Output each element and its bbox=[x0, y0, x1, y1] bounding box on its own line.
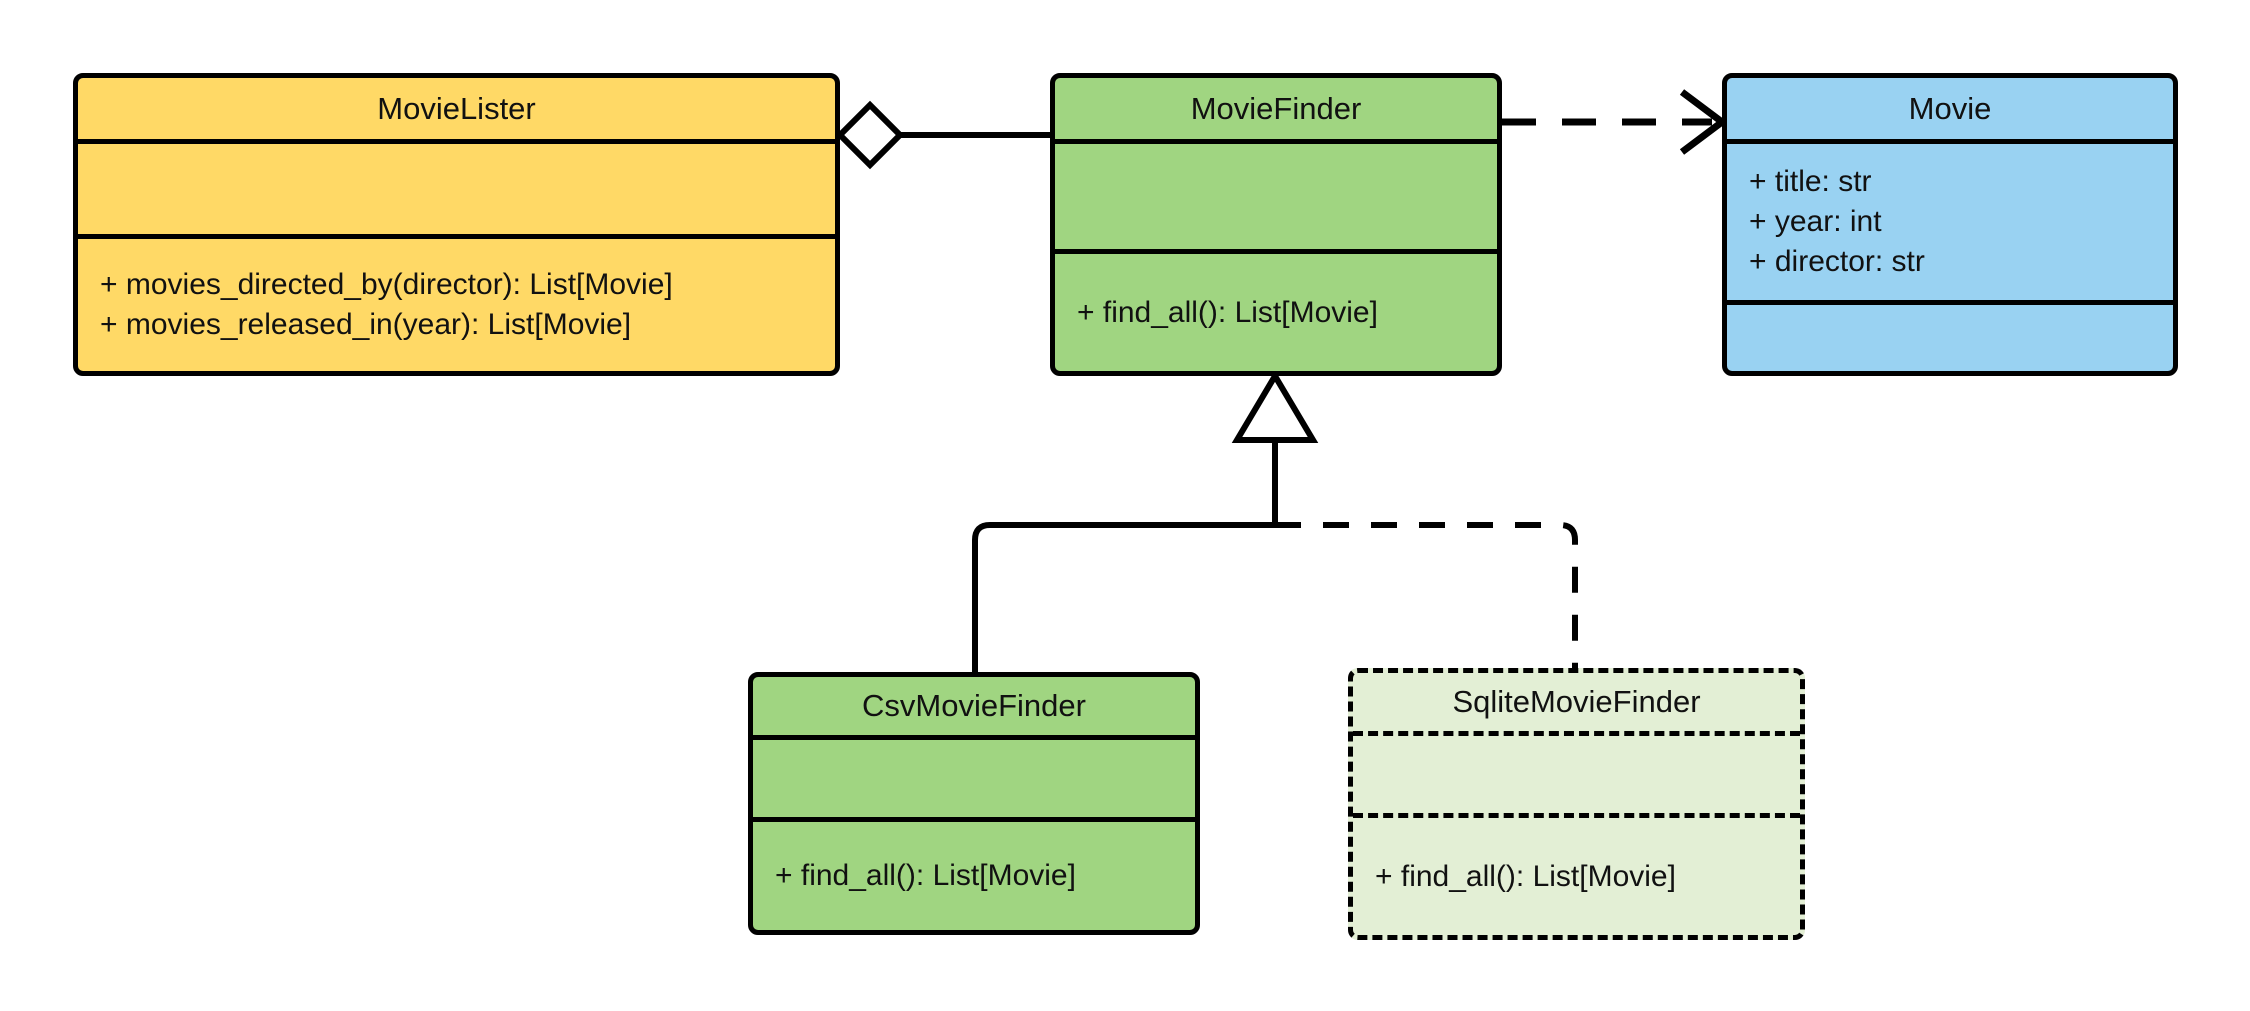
class-box-movielister[interactable]: MovieLister + movies_directed_by(directo… bbox=[73, 73, 840, 376]
class-attributes-compartment bbox=[753, 740, 1195, 822]
class-box-moviefinder[interactable]: MovieFinder + find_all(): List[Movie] bbox=[1050, 73, 1502, 376]
hollow-triangle-marker bbox=[1231, 370, 1319, 443]
hollow-diamond-marker bbox=[835, 100, 905, 170]
class-title: CsvMovieFinder bbox=[862, 688, 1086, 724]
operation-item: + movies_released_in(year): List[Movie] bbox=[100, 308, 632, 341]
generalization-csv-branch bbox=[972, 522, 1275, 672]
attribute-item: + year: int bbox=[1749, 205, 1882, 239]
class-title: SqliteMovieFinder bbox=[1452, 684, 1701, 720]
class-title: Movie bbox=[1908, 90, 1992, 126]
class-attributes-compartment bbox=[78, 144, 835, 239]
class-box-sqlitemoviefinder[interactable]: SqliteMovieFinder + find_all(): List[Mov… bbox=[1348, 668, 1805, 940]
class-operations-compartment: + find_all(): List[Movie] bbox=[1055, 254, 1497, 371]
class-title: MovieLister bbox=[377, 90, 536, 126]
operation-item: + find_all(): List[Movie] bbox=[775, 859, 1076, 893]
generalization-triangle-marker bbox=[1231, 370, 1319, 525]
class-name-compartment: MovieLister bbox=[78, 78, 835, 144]
class-attributes-compartment bbox=[1353, 736, 1800, 818]
class-box-csvmoviefinder[interactable]: CsvMovieFinder + find_all(): List[Movie] bbox=[748, 672, 1200, 935]
attribute-item: + director: str bbox=[1749, 244, 1925, 278]
class-name-compartment: Movie bbox=[1727, 78, 2173, 144]
operation-item: + find_all(): List[Movie] bbox=[1077, 295, 1378, 329]
class-operations-compartment bbox=[1727, 305, 2173, 371]
dependency-finder-movie-connector bbox=[1502, 89, 1728, 155]
operation-item: + find_all(): List[Movie] bbox=[1375, 859, 1676, 893]
class-operations-compartment: + movies_directed_by(director): List[Mov… bbox=[78, 239, 835, 371]
class-name-compartment: SqliteMovieFinder bbox=[1353, 673, 1800, 736]
generalization-sqlite-branch bbox=[1275, 522, 1578, 670]
class-box-movie[interactable]: Movie + title: str + year: int + directo… bbox=[1722, 73, 2178, 376]
operation-item: + movies_directed_by(director): List[Mov… bbox=[100, 268, 673, 302]
class-name-compartment: CsvMovieFinder bbox=[753, 677, 1195, 740]
class-name-compartment: MovieFinder bbox=[1055, 78, 1497, 144]
aggregation-lister-finder-connector bbox=[835, 100, 1050, 170]
class-operations-compartment: + find_all(): List[Movie] bbox=[753, 822, 1195, 930]
class-attributes-compartment bbox=[1055, 144, 1497, 254]
class-attributes-compartment: + title: str + year: int + director: str bbox=[1727, 144, 2173, 305]
class-title: MovieFinder bbox=[1190, 90, 1362, 126]
attribute-item: + title: str bbox=[1749, 165, 1872, 199]
class-operations-compartment: + find_all(): List[Movie] bbox=[1353, 818, 1800, 935]
open-arrow-marker bbox=[1679, 89, 1728, 155]
